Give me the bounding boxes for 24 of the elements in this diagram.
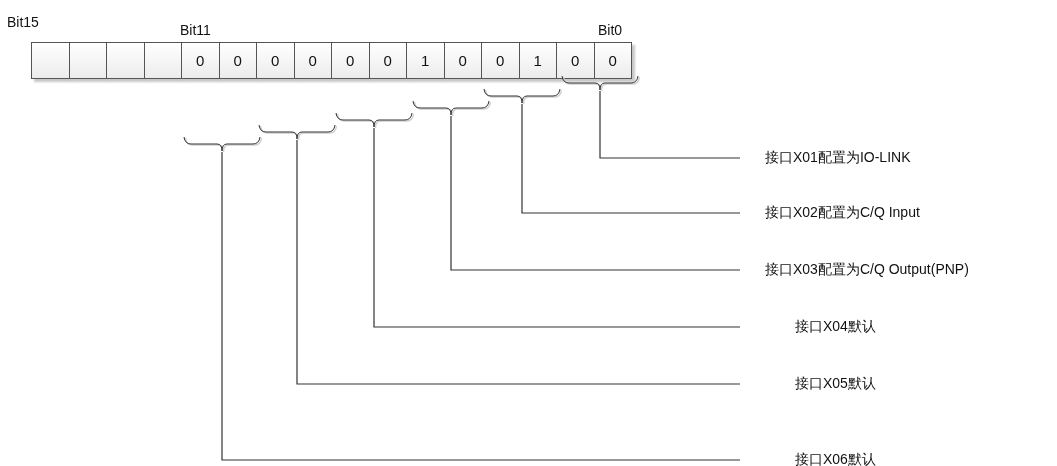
leader-line [373,127,741,328]
bit-cell: 0 [256,42,295,79]
bit-label: Bit15 [7,14,39,30]
bit-label: Bit0 [598,22,623,38]
bit-cell: 0 [556,42,595,79]
bit-cell [106,42,145,79]
bit-label: Bit11 [180,22,211,38]
bit-cell: 0 [481,42,520,79]
leader-line [221,151,741,461]
leader-line [296,139,741,385]
leader-line [450,115,741,271]
leader-line [599,90,741,159]
bit-cell [31,42,70,79]
interface-label: 接口X01配置为IO-LINK [765,149,911,167]
bit-cell: 1 [406,42,445,79]
interface-label: 接口X04默认 [795,318,876,336]
leader-line [521,103,741,214]
interface-label: 接口X03配置为C/Q Output(PNP) [765,261,969,279]
interface-label: 接口X02配置为C/Q Input [765,204,920,222]
bit-cell: 0 [331,42,370,79]
bit-cell: 0 [181,42,220,79]
interface-label: 接口X06默认 [795,451,876,466]
interface-label: 接口X05默认 [795,375,876,393]
bit-cell: 0 [593,42,632,79]
